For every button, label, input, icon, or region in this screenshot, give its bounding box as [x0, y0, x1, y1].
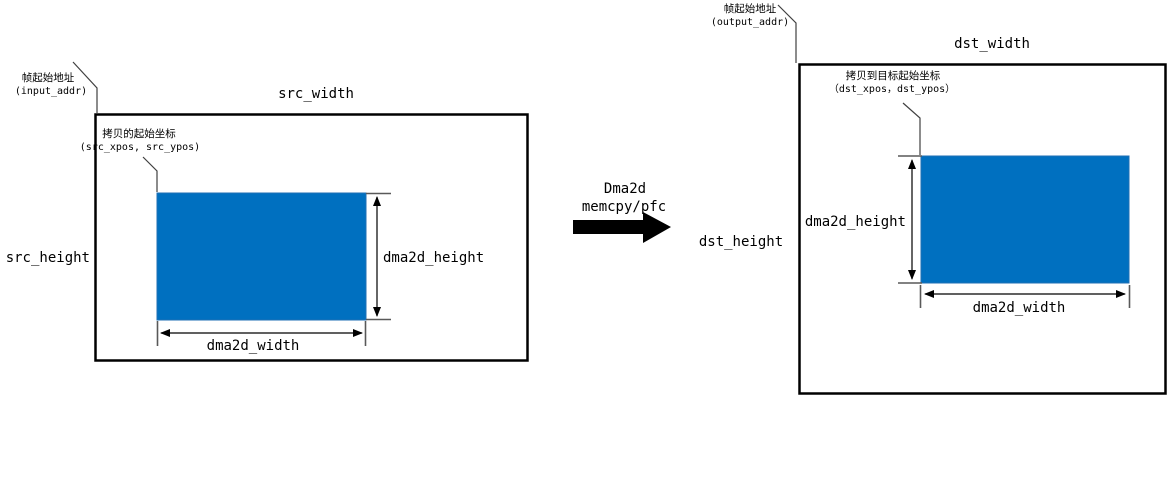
source-frame-addr-label: 帧起始地址	[22, 71, 75, 84]
source-copy-origin-label: 拷贝的起始坐标	[102, 127, 176, 140]
destination-copy-origin-label: 拷贝到目标起始坐标	[846, 69, 941, 82]
source-region-width-label: dma2d_width	[207, 338, 300, 354]
source-copy-origin-leader-line	[142, 156, 158, 192]
source-region-height-label: dma2d_height	[383, 250, 484, 266]
transfer-label-line2: memcpy/pfc	[582, 199, 666, 215]
source-frame-addr-var: (input_addr)	[15, 86, 87, 97]
destination-copy-origin-leader-line	[902, 102, 921, 155]
transfer-arrow-icon	[573, 212, 671, 243]
source-frame-addr-leader-line	[72, 61, 98, 113]
destination-region-width-label: dma2d_width	[973, 300, 1066, 316]
source-copy-region-rect	[156, 192, 367, 321]
transfer-label-line1: Dma2d	[604, 181, 646, 197]
destination-height-label: dst_height	[699, 234, 783, 250]
destination-frame-addr-leader-line	[777, 4, 797, 63]
destination-copy-region-rect	[920, 155, 1130, 284]
destination-copy-origin-var: （dst_xpos，dst_ypos）	[829, 83, 955, 95]
source-copy-origin-var: (src_xpos, src_ypos)	[80, 142, 200, 153]
destination-width-label: dst_width	[954, 36, 1030, 52]
destination-frame-addr-var: (output_addr)	[711, 17, 789, 28]
source-height-label: src_height	[6, 250, 90, 266]
destination-region-height-label: dma2d_height	[805, 214, 906, 230]
source-width-label: src_width	[278, 86, 354, 102]
destination-frame-addr-label: 帧起始地址	[724, 2, 777, 15]
